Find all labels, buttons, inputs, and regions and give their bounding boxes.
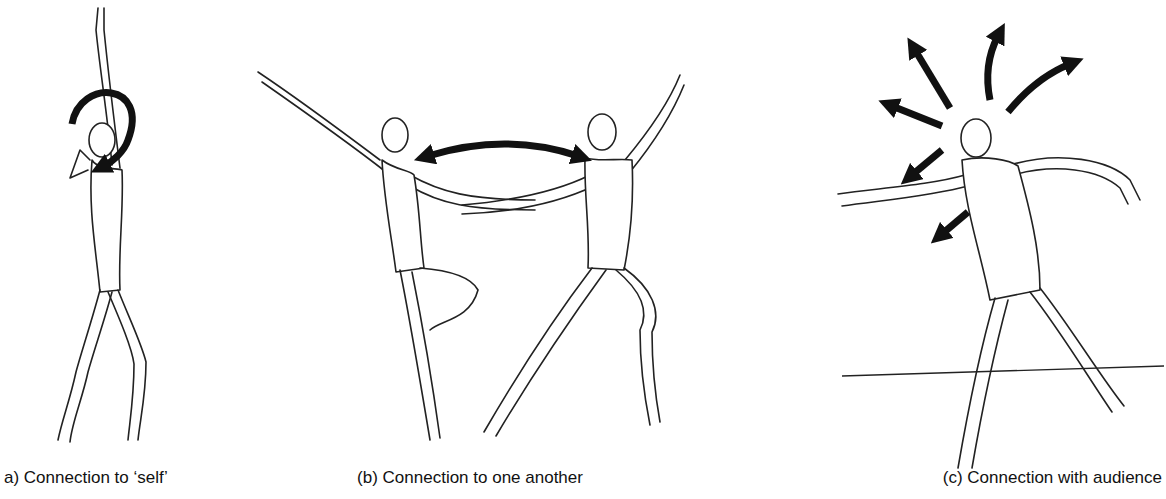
caption: (c) Connection with audience xyxy=(943,468,1162,488)
raised-arm xyxy=(625,75,680,160)
caption: (b) Connection to one another xyxy=(357,468,583,488)
torso xyxy=(91,160,123,292)
floor-line xyxy=(842,366,1164,376)
radiating-arrow xyxy=(988,36,998,100)
leg xyxy=(972,300,1008,468)
leg xyxy=(58,290,100,440)
leg xyxy=(496,270,606,436)
held-arm xyxy=(462,175,590,205)
bent-arm xyxy=(70,150,90,178)
leg xyxy=(108,292,134,440)
bent-leg xyxy=(616,270,650,425)
torso xyxy=(962,158,1040,300)
head xyxy=(89,123,115,157)
head xyxy=(382,118,408,152)
caption: a) Connection to ‘self’ xyxy=(4,468,168,488)
arm xyxy=(1010,169,1128,204)
arm xyxy=(842,186,968,206)
arm xyxy=(1010,158,1140,200)
bent-leg xyxy=(624,268,660,422)
raised-arm xyxy=(262,82,386,172)
radiating-arrow xyxy=(892,106,942,126)
bent-leg xyxy=(420,268,478,330)
head xyxy=(961,119,991,157)
radiating-arrow xyxy=(1008,64,1070,112)
held-arm xyxy=(462,186,594,214)
head xyxy=(588,114,616,150)
raised-arm xyxy=(630,85,684,172)
leg xyxy=(1040,288,1124,406)
leg xyxy=(70,292,112,442)
mutual-arrow xyxy=(428,144,578,156)
leg xyxy=(400,270,430,440)
leg xyxy=(1030,292,1112,412)
torso xyxy=(382,160,424,272)
radiating-arrow xyxy=(912,150,942,175)
leg xyxy=(484,268,592,432)
torso xyxy=(585,158,633,270)
leg xyxy=(118,290,146,440)
radiating-arrow xyxy=(942,212,968,234)
leg xyxy=(412,272,440,438)
raised-arm xyxy=(258,72,380,160)
radiating-arrow xyxy=(915,50,950,108)
self-arrow xyxy=(72,93,132,166)
